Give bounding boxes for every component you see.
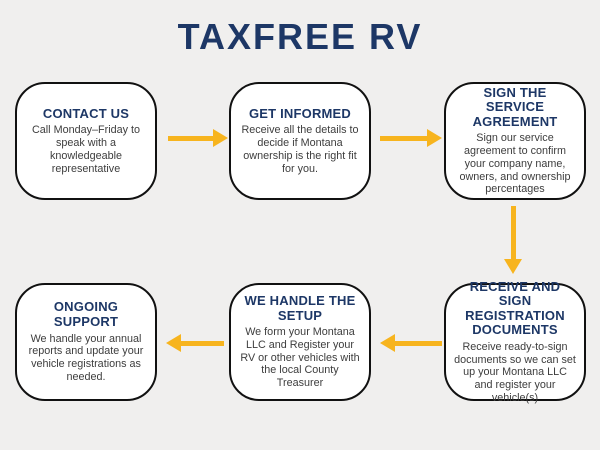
step-box-contact-us: CONTACT US Call Monday–Friday to speak w… [15,82,157,200]
arrow-shaft [510,206,516,259]
arrow-shaft [181,340,224,346]
step-body: Receive all the details to decide if Mon… [241,124,359,175]
step-heading: WE HANDLE THE SETUP [244,293,356,323]
step-box-get-informed: GET INFORMED Receive all the details to … [229,82,371,200]
step-heading: ONGOING SUPPORT [53,299,119,330]
step-heading: CONTACT US [42,105,130,121]
step-body: Sign our service agreement to confirm yo… [459,132,571,196]
arrow-head [166,334,181,352]
step-box-sign-service-agreement: SIGN THE SERVICE AGREEMENT Sign our serv… [444,82,586,200]
step-box-receive-sign-registration-documents: RECEIVE AND SIGN REGISTRATION DOCUMENTS … [444,278,586,404]
step-heading: RECEIVE AND SIGN REGISTRATION DOCUMENTS [465,278,565,338]
arrow-head [213,129,228,147]
arrow-left-icon [166,334,224,352]
arrow-left-icon [380,334,442,352]
step-heading: GET INFORMED [248,105,352,121]
arrow-head [504,259,522,274]
step-body: We handle your annual reports and update… [28,332,144,383]
arrow-down-icon [504,206,522,274]
arrow-right-icon [168,129,228,147]
arrow-shaft [395,340,442,346]
arrow-right-icon [380,129,442,147]
step-heading: SIGN THE SERVICE AGREEMENT [472,84,558,129]
step-box-we-handle-setup: WE HANDLE THE SETUP We form your Montana… [229,283,371,401]
step-body: Receive ready-to-sign documents so we ca… [454,340,576,404]
arrow-head [427,129,442,147]
step-body: We form your Montana LLC and Register yo… [240,326,360,390]
arrow-shaft [380,135,427,141]
page-title: TAXFREE RV [177,16,423,57]
arrow-shaft [168,135,213,141]
step-box-ongoing-support: ONGOING SUPPORT We handle your annual re… [15,283,157,401]
step-body: Call Monday–Friday to speak with a knowl… [31,124,141,175]
arrow-head [380,334,395,352]
